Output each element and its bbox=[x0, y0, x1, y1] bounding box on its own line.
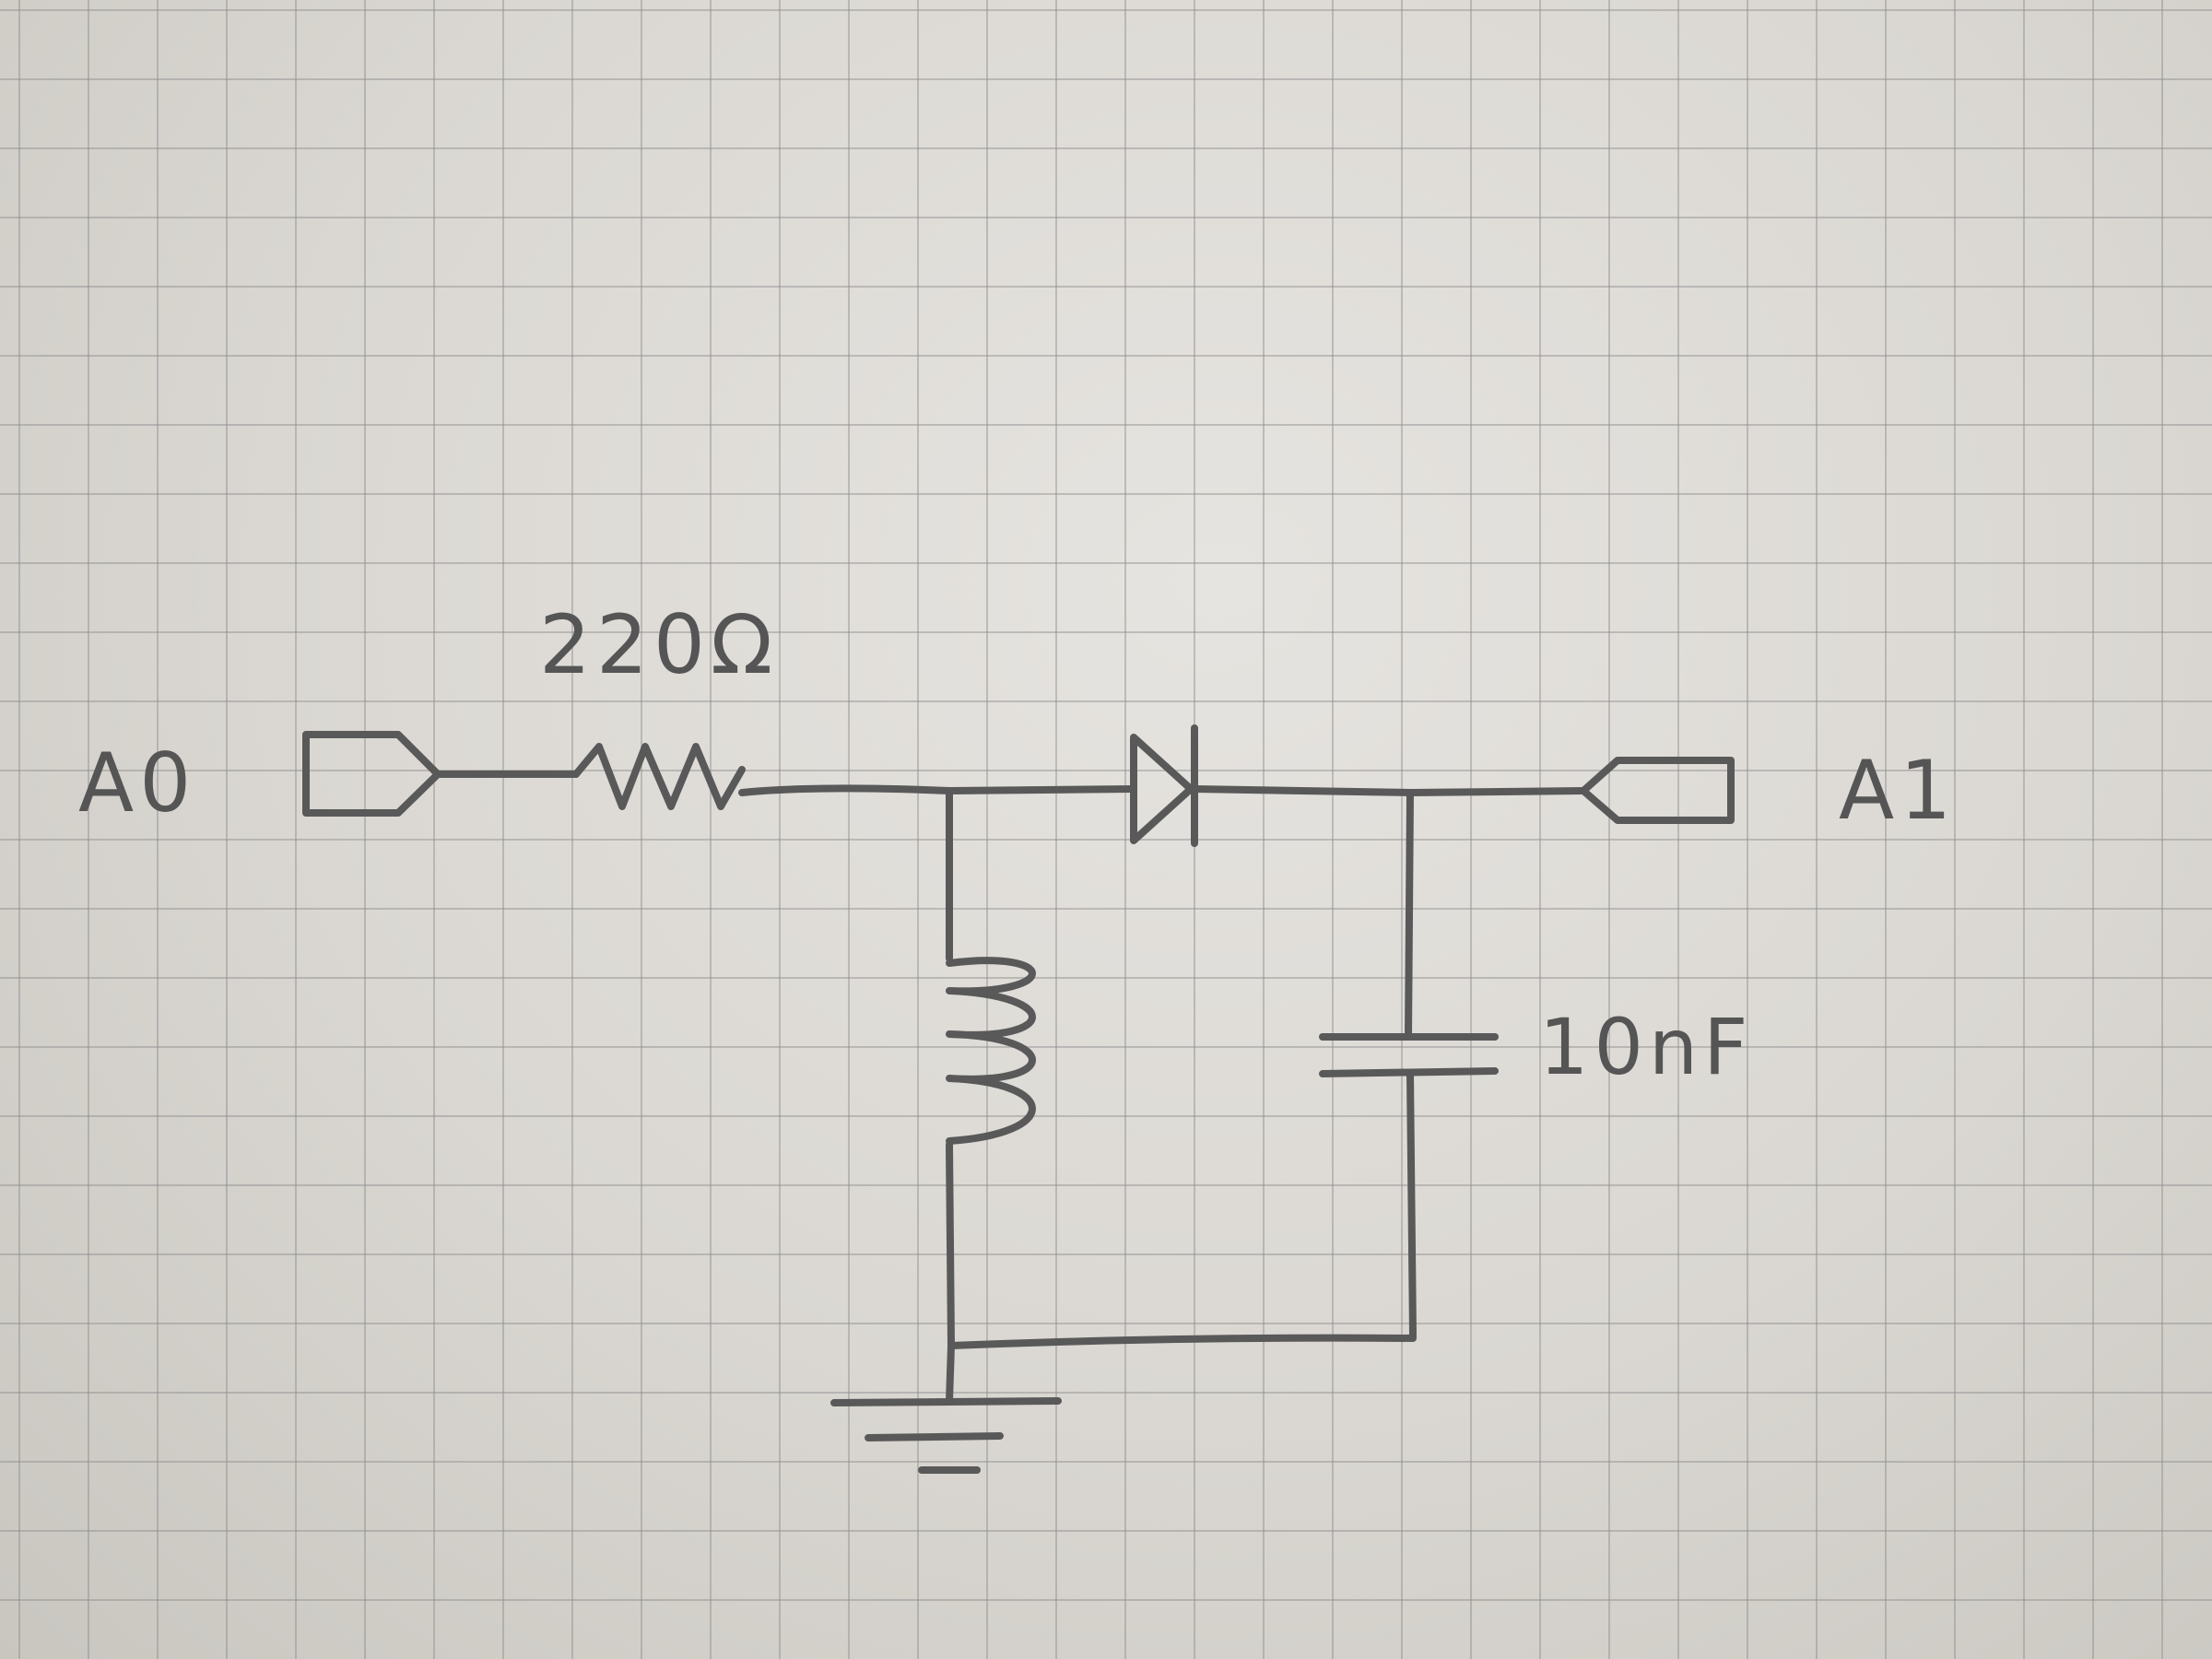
diode-icon bbox=[1130, 724, 1198, 847]
capacitor-icon bbox=[1319, 1033, 1499, 1077]
wire-junction-to-diode bbox=[946, 785, 1137, 794]
inductor-icon bbox=[946, 957, 1036, 1145]
wire-diode-to-output-node bbox=[1191, 785, 1414, 796]
wire-bottom-rail bbox=[947, 1334, 1417, 1349]
input-port-icon bbox=[302, 731, 441, 817]
wire-node-to-output-port bbox=[1406, 787, 1587, 796]
output-port-icon bbox=[1580, 757, 1735, 824]
ground-icon bbox=[830, 1397, 1062, 1474]
capacitor-value-label: 10nF bbox=[1539, 1002, 1753, 1092]
wire-inductor-to-ground bbox=[946, 1141, 955, 1349]
wire-resistor-to-junction bbox=[738, 784, 953, 796]
resistor-value-label: 220Ω bbox=[539, 597, 778, 692]
wire-node-to-capacitor bbox=[1405, 789, 1414, 1041]
output-port-label: A1 bbox=[1839, 743, 1957, 838]
resistor-icon bbox=[572, 743, 746, 810]
input-port-label: A0 bbox=[78, 735, 196, 830]
wire-to-ground bbox=[946, 1342, 955, 1405]
wire-capacitor-to-bottom bbox=[1406, 1070, 1417, 1340]
